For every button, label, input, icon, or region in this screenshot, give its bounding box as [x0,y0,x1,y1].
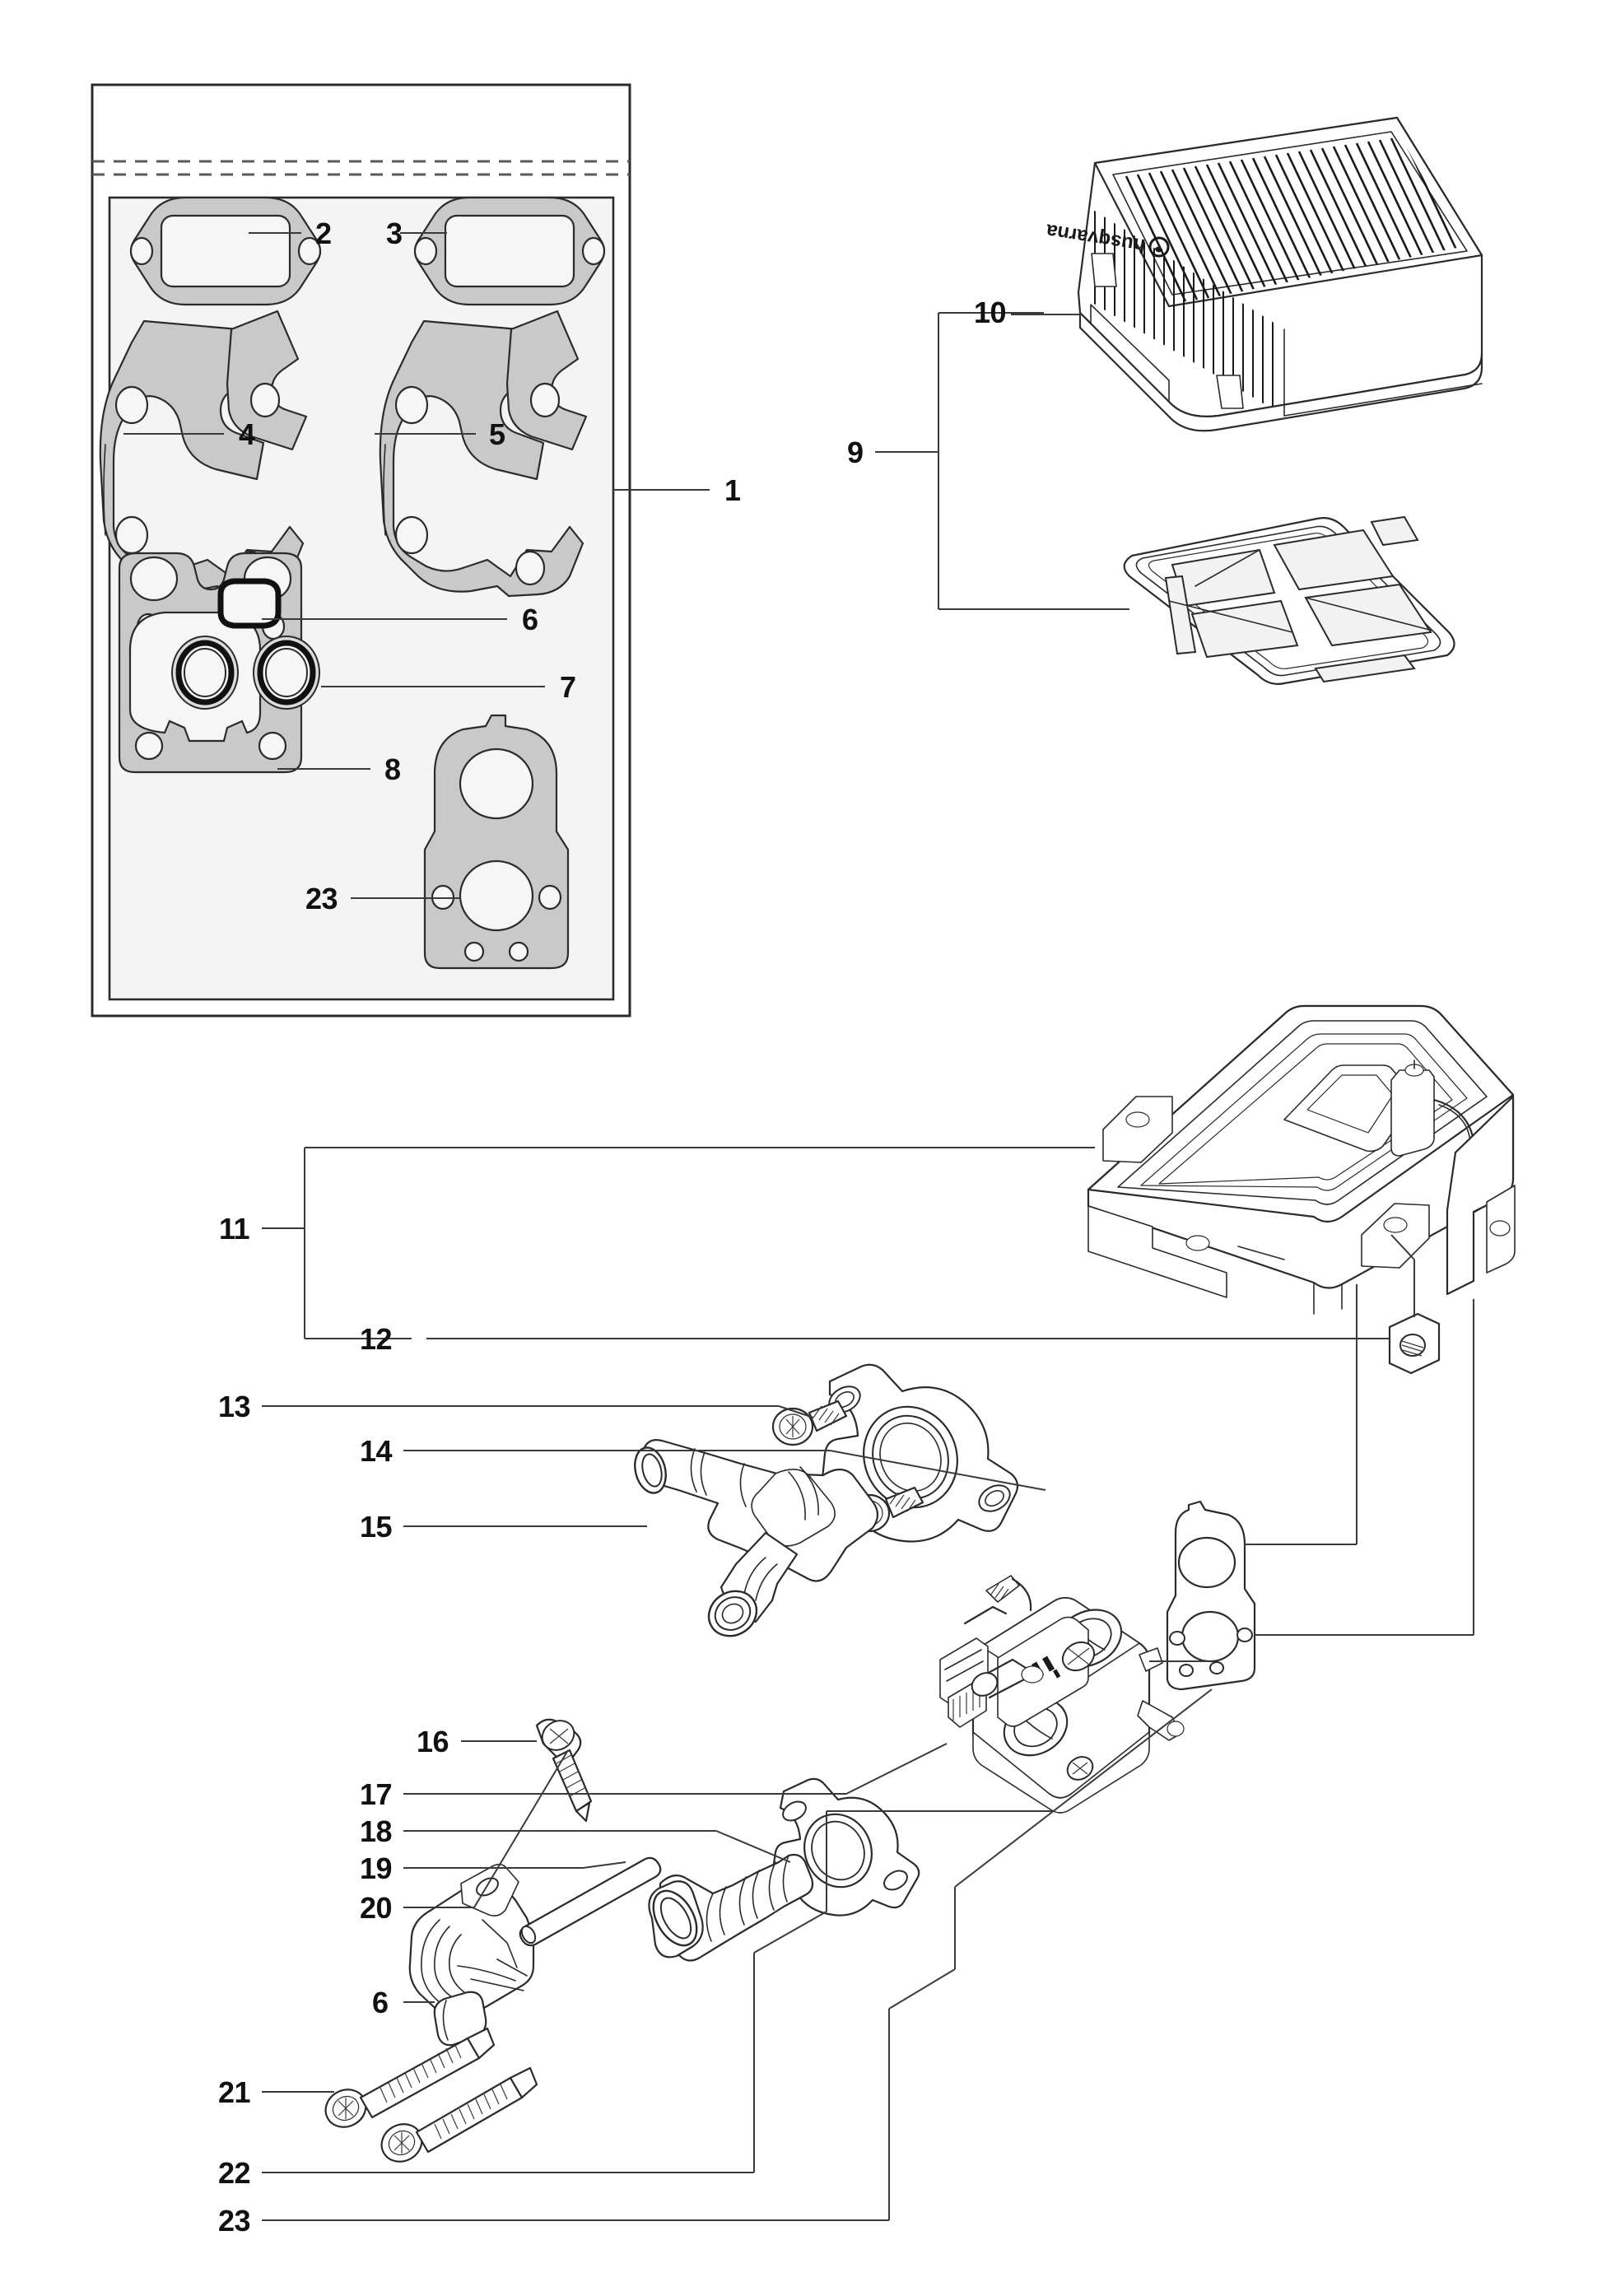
screw-pan-head [535,1718,593,1823]
leader-lines-filter [875,312,1129,610]
air-filter-prefilter [1123,515,1455,685]
air-box-nut-plate [1388,1312,1441,1375]
air-box-assembly [1087,1004,1516,1315]
intake-boot [648,1853,814,1962]
callout-21: 21 [218,2075,251,2109]
callout-5: 5 [489,417,505,451]
callout-6: 6 [522,603,538,636]
callout-4: 4 [239,417,255,451]
muffler-gasket-left [129,196,322,306]
callout-16: 16 [417,1725,449,1758]
callout-6-lower: 6 [372,1986,389,2019]
callout-14: 14 [360,1434,393,1468]
callout-11: 11 [219,1212,250,1246]
o-ring-seal-lower [433,1991,487,2047]
callout-2: 2 [315,217,332,250]
crankcase-gasket-left [99,310,308,598]
o-ring-seal [217,578,282,629]
callout-17: 17 [360,1777,393,1811]
carburetor [939,1575,1185,1814]
pin-rod [519,1856,662,1947]
callout-3: 3 [386,217,403,250]
intake-pipe [634,1439,879,1637]
leader-lines-bag [123,232,710,899]
callout-12: 12 [360,1322,393,1356]
callout-18: 18 [360,1814,393,1848]
leader-lines-lower [262,1284,1474,2221]
screw-long-b [380,2066,538,2163]
carburetor-flange [771,1777,920,1916]
callout-22: 22 [218,2156,251,2190]
crankcase-gasket-right [379,310,588,598]
callout-8: 8 [384,752,401,786]
muffler-gasket-right [413,196,606,306]
leader-lines-airbox [262,1147,1415,1339]
air-filter-element: husqvarna [1044,116,1483,432]
callout-15: 15 [360,1510,393,1544]
callout-1: 1 [724,473,741,507]
carburetor-gasket-lower [1166,1500,1256,1691]
carburetor-gasket-bagged [423,714,570,970]
callout-9: 9 [847,435,864,469]
callout-19: 19 [360,1851,393,1885]
callout-20: 20 [360,1891,393,1925]
flange-screw-upper [771,1399,848,1446]
callout-10: 10 [974,296,1007,329]
callout-23-lower: 23 [218,2204,251,2238]
oil-seal-pair [171,636,320,710]
choke-lever-bracket [408,1863,535,2023]
callout-13: 13 [218,1390,251,1423]
callout-7: 7 [560,670,576,704]
callout-23-bag: 23 [305,882,338,915]
screw-long-a [324,2027,496,2128]
